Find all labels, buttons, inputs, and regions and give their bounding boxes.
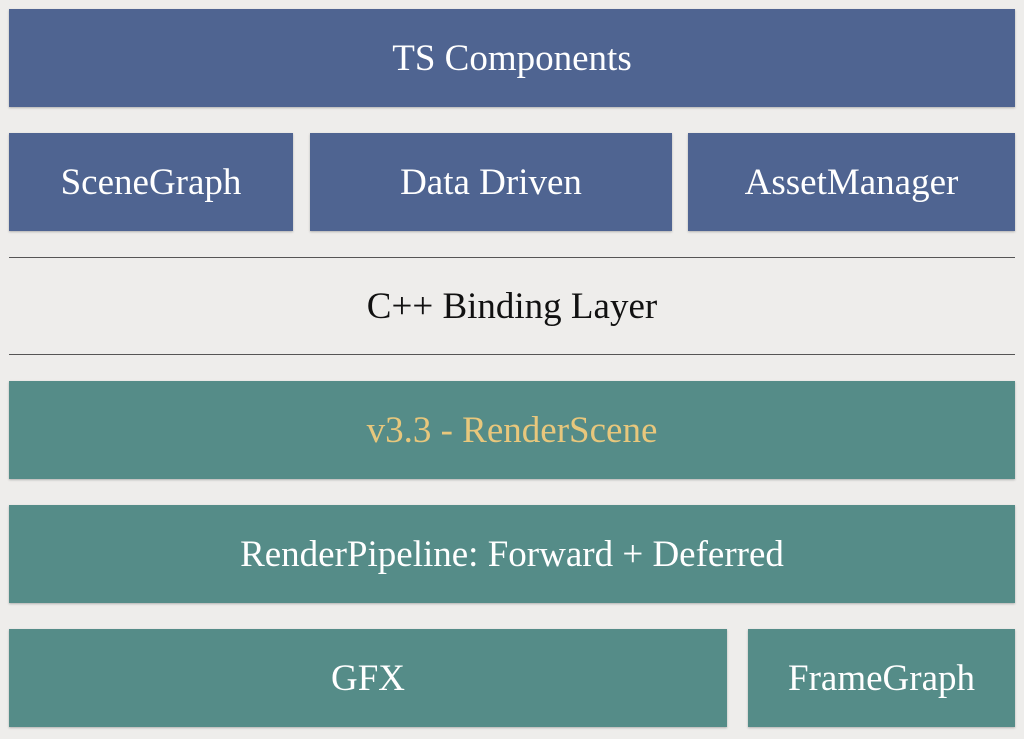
binding-top-divider xyxy=(9,257,1015,258)
render-scene-box: v3.3 - RenderScene xyxy=(9,381,1015,479)
binding-layer-label: C++ Binding Layer xyxy=(9,258,1015,354)
render-pipeline-label: RenderPipeline: Forward + Deferred xyxy=(240,533,784,575)
render-pipeline-box: RenderPipeline: Forward + Deferred xyxy=(9,505,1015,603)
frame-graph-label: FrameGraph xyxy=(788,657,975,699)
render-scene-label: v3.3 - RenderScene xyxy=(366,409,658,451)
binding-layer-text: C++ Binding Layer xyxy=(366,285,658,327)
gfx-label: GFX xyxy=(330,657,406,699)
ts-components-label: TS Components xyxy=(392,37,632,79)
binding-bottom-divider xyxy=(9,354,1015,355)
asset-manager-box: AssetManager xyxy=(688,133,1015,231)
asset-manager-label: AssetManager xyxy=(744,161,959,203)
gfx-box: GFX xyxy=(9,629,727,727)
ts-components-box: TS Components xyxy=(9,9,1015,107)
data-driven-label: Data Driven xyxy=(400,161,582,203)
data-driven-box: Data Driven xyxy=(310,133,672,231)
scene-graph-label: SceneGraph xyxy=(60,161,242,203)
scene-graph-box: SceneGraph xyxy=(9,133,293,231)
frame-graph-box: FrameGraph xyxy=(748,629,1015,727)
